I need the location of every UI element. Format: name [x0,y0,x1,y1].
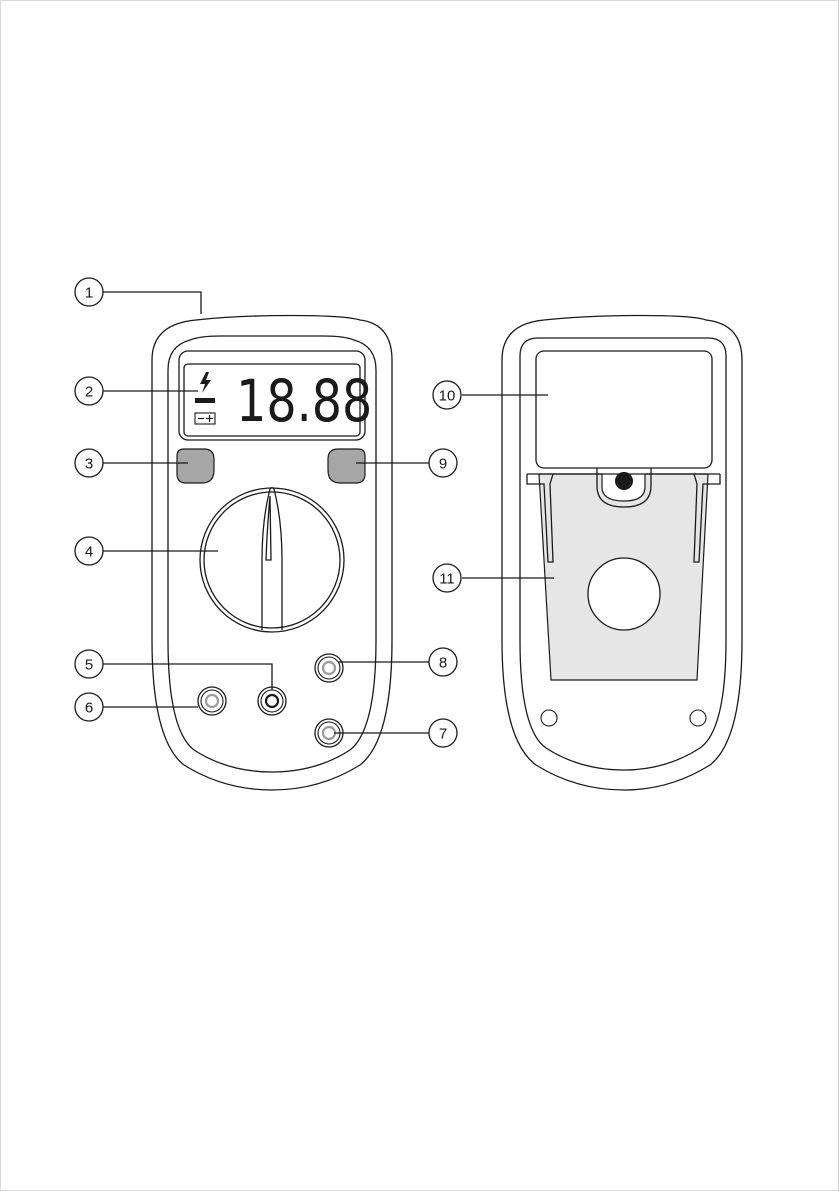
leader-5 [103,664,272,690]
callout-11: 11 [433,564,461,592]
callout-10-label: 10 [439,388,456,405]
callout-2: 2 [75,377,103,405]
cover-round-opening [588,558,660,630]
low-battery-icon [195,413,215,424]
rear-label-panel [536,351,712,468]
callout-6-label: 6 [85,700,93,717]
callout-3: 3 [75,449,103,477]
negative-polarity-icon [195,398,215,403]
leader-1 [103,292,201,314]
leader-lines [103,292,554,733]
cover-screw [615,472,633,490]
callout-5: 5 [75,650,103,678]
callout-5-label: 5 [85,657,93,674]
right-function-button[interactable] [328,449,365,483]
front-view: 18.88 [152,316,392,791]
rubber-foot-left [541,710,557,726]
lcd-reading: 18.88 [236,367,372,435]
callout-6: 6 [75,693,103,721]
callout-4: 4 [75,537,103,565]
callout-11-label: 11 [439,571,455,588]
rotary-dial-inner [204,492,340,628]
jack-6[interactable] [198,687,226,715]
back-view [502,316,742,791]
rotary-dial-outer[interactable] [200,488,344,632]
callout-3-label: 3 [85,456,93,473]
callout-8-label: 8 [439,655,447,672]
callout-7-label: 7 [439,726,447,743]
rotary-dial-pointer [262,488,282,631]
callout-10: 10 [433,381,461,409]
rubber-foot-right [690,710,706,726]
callout-8: 8 [429,648,457,676]
callout-1: 1 [75,278,103,306]
left-function-button[interactable] [177,449,214,483]
high-voltage-icon [200,372,211,393]
callout-2-label: 2 [85,384,93,401]
callout-4-label: 4 [85,544,93,561]
jack-8[interactable] [315,654,343,682]
callout-7: 7 [429,719,457,747]
callout-9-label: 9 [439,456,447,473]
callout-9: 9 [429,449,457,477]
callout-1-label: 1 [85,285,93,302]
jack-5[interactable] [258,687,286,715]
